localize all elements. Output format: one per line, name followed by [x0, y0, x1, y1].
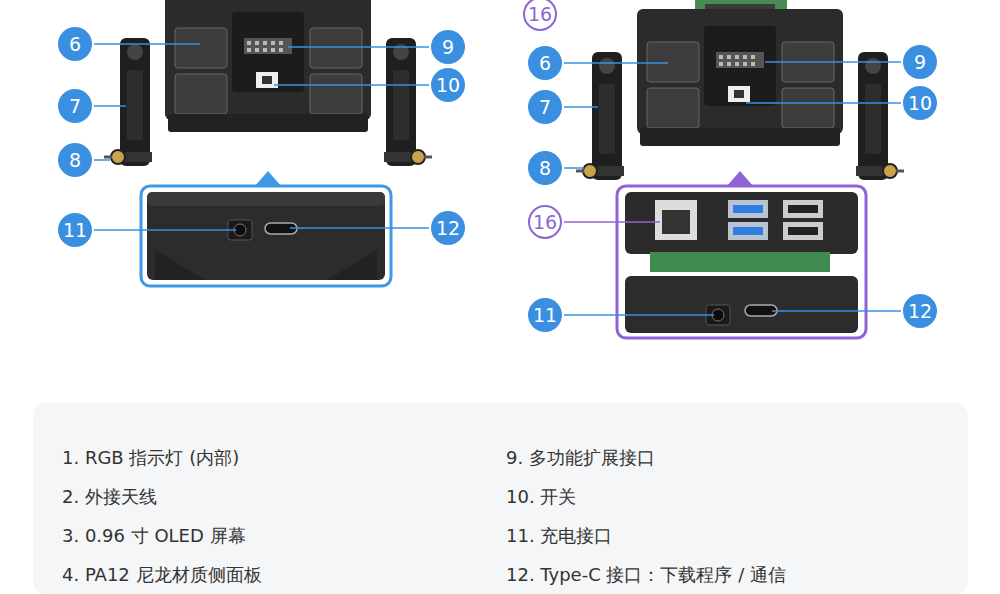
- callout-number: 16: [528, 205, 562, 239]
- callout-text: 11: [63, 221, 87, 240]
- part-description: 2. 外接天线: [62, 486, 157, 508]
- part-description: 11. 充电接口: [506, 525, 612, 547]
- callout-text: 10: [908, 94, 932, 113]
- part-description: 12. Type-C 接口：下载程序 / 通信: [506, 564, 786, 586]
- callout-number: 6: [58, 27, 92, 61]
- part-description: 9. 多功能扩展接口: [506, 447, 655, 469]
- callout-number: 8: [528, 151, 562, 185]
- part-description: 1. RGB 指示灯 (内部): [62, 447, 239, 469]
- callout-number: 11: [58, 213, 92, 247]
- callout-text: 16: [533, 213, 557, 232]
- callout-text: 8: [539, 159, 551, 178]
- callout-text: 12: [908, 302, 932, 321]
- callout-number: 12: [431, 211, 465, 245]
- callout-text: 10: [436, 76, 460, 95]
- part-description: 10. 开关: [506, 486, 576, 508]
- callout-number: 9: [431, 30, 465, 64]
- callout-number: 6: [528, 46, 562, 80]
- callout-text: 7: [539, 98, 551, 117]
- callout-text: 6: [69, 35, 81, 54]
- part-description: 4. PA12 尼龙材质侧面板: [62, 564, 262, 586]
- callout-number: 7: [528, 90, 562, 124]
- callout-text: 12: [436, 219, 460, 238]
- callout-number: 10: [903, 86, 937, 120]
- callout-number: 7: [58, 89, 92, 123]
- callout-text: 9: [442, 38, 454, 57]
- callout-text: 7: [69, 97, 81, 116]
- callout-number: 16: [523, 0, 557, 31]
- callout-number: 10: [431, 68, 465, 102]
- callout-text: 9: [914, 53, 926, 72]
- callout-number: 11: [528, 298, 562, 332]
- legend-panel: 1. RGB 指示灯 (内部) 2. 外接天线 3. 0.96 寸 OLED 屏幕 4…: [33, 403, 968, 594]
- callout-number: 12: [903, 294, 937, 328]
- callout-text: 6: [539, 54, 551, 73]
- callout-text: 16: [528, 5, 552, 24]
- callout-number: 9: [903, 45, 937, 79]
- part-description: 3. 0.96 寸 OLED 屏幕: [62, 525, 246, 547]
- callout-text: 11: [533, 306, 557, 325]
- callout-text: 8: [69, 151, 81, 170]
- callout-number: 8: [58, 143, 92, 177]
